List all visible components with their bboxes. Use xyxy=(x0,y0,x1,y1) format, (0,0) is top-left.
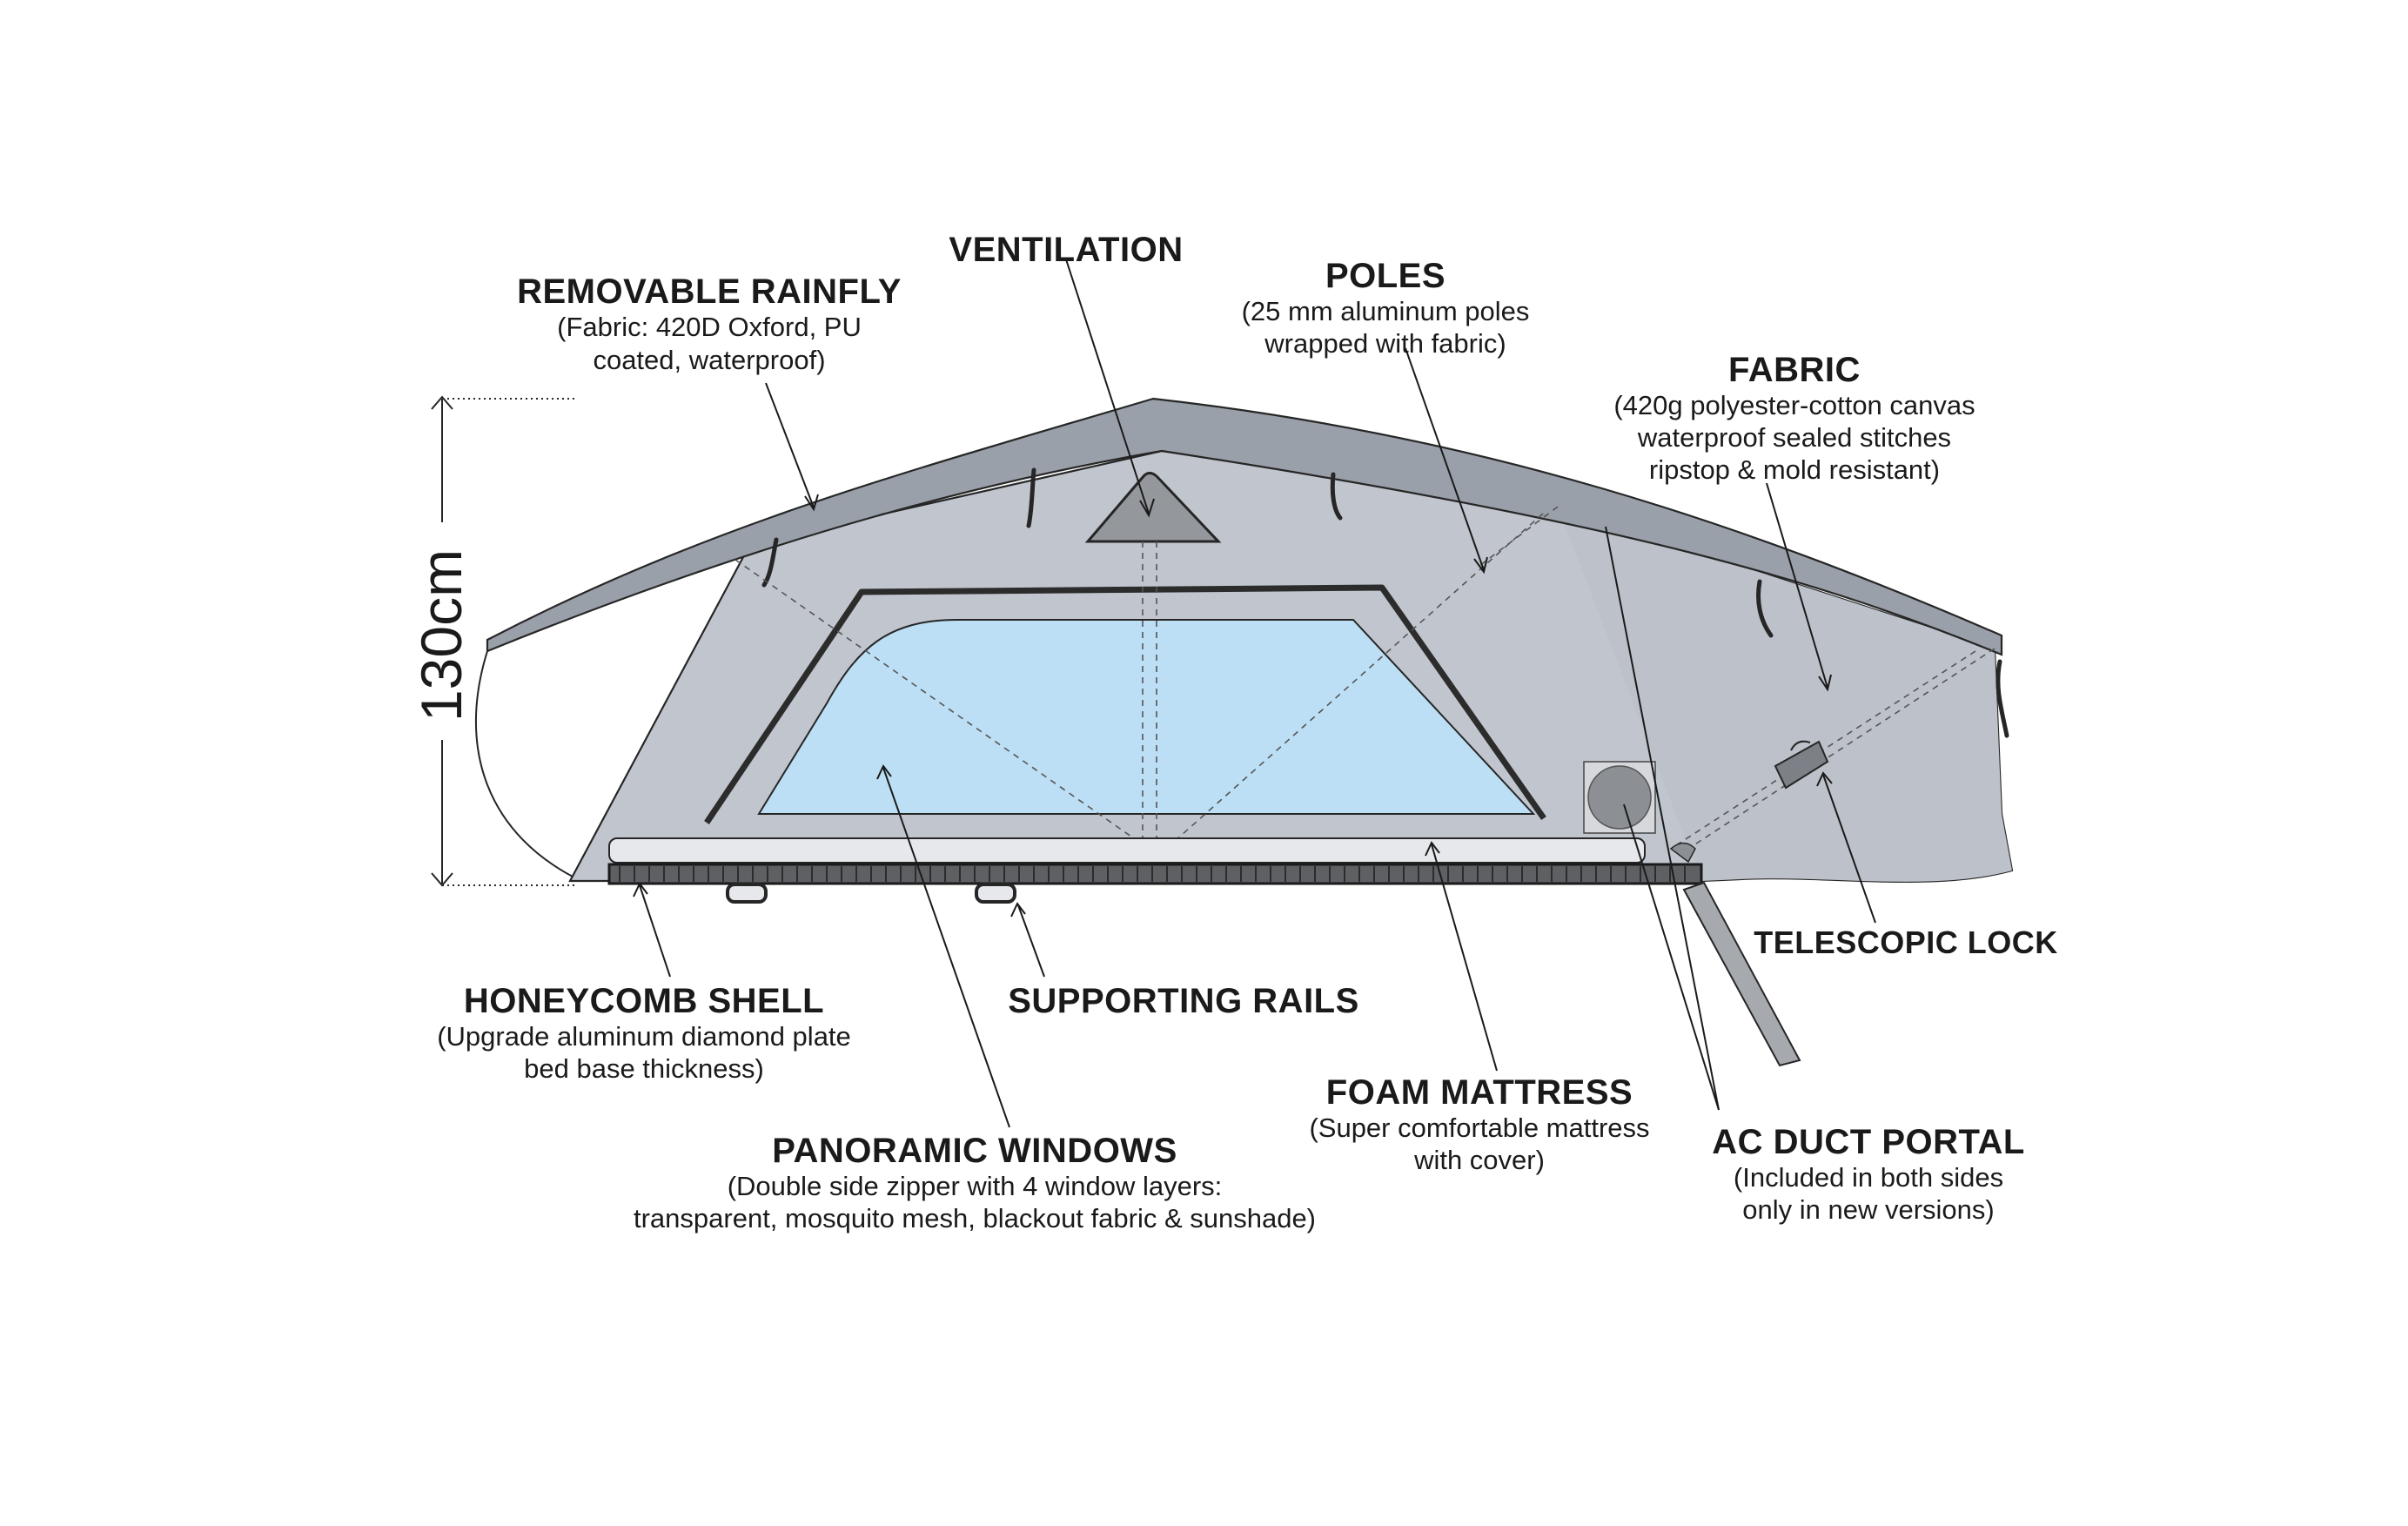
leader-lines xyxy=(633,259,1876,1128)
supporting-rail-right xyxy=(975,883,1016,904)
supporting-rails-title: SUPPORTING RAILS xyxy=(1008,982,1359,1020)
panoramic-windows-desc-2: transparent, mosquito mesh, blackout fab… xyxy=(634,1203,1316,1234)
ladder-joint xyxy=(1669,842,1696,864)
fabric-desc-2: waterproof sealed stitches xyxy=(1637,422,1951,453)
panoramic-window xyxy=(757,619,1536,815)
foam-mattress-desc-1: (Super comfortable mattress xyxy=(1309,1113,1649,1143)
rainfly-title: REMOVABLE RAINFLY xyxy=(517,272,902,311)
panoramic-windows-desc-1: (Double side zipper with 4 window layers… xyxy=(728,1171,1223,1201)
callout-telescopic-lock: TELESCOPIC LOCK xyxy=(1754,924,2058,960)
honeycomb-shell-title: HONEYCOMB SHELL xyxy=(464,982,824,1020)
fabric-title: FABRIC xyxy=(1728,351,1861,389)
callout-rainfly: REMOVABLE RAINFLY (Fabric: 420D Oxford, … xyxy=(517,272,902,375)
callout-supporting-rails: SUPPORTING RAILS xyxy=(1008,982,1359,1020)
panoramic-windows-title: PANORAMIC WINDOWS xyxy=(772,1132,1177,1170)
ventilation-title: VENTILATION xyxy=(949,231,1183,269)
ac-duct-portal-title: AC DUCT PORTAL xyxy=(1712,1123,2025,1161)
ac-duct-portal xyxy=(1583,761,1656,834)
rainfly-desc-1: (Fabric: 420D Oxford, PU xyxy=(557,312,862,342)
foam-mattress xyxy=(608,837,1646,864)
rainfly-side-flap xyxy=(474,650,582,882)
foam-mattress-title: FOAM MATTRESS xyxy=(1326,1073,1633,1112)
fabric-desc-1: (420g polyester-cotton canvas xyxy=(1613,390,1975,420)
height-label: 130cm xyxy=(409,549,473,722)
telescopic-lock-hinge xyxy=(1790,740,1811,751)
rainfly-roof xyxy=(486,397,2003,656)
callout-fabric: FABRIC (420g polyester-cotton canvas wat… xyxy=(1613,351,1975,485)
tent-illustration xyxy=(474,397,2014,1067)
ac-duct-portal-desc-1: (Included in both sides xyxy=(1734,1162,2003,1193)
honeycomb-shell-desc-2: bed base thickness) xyxy=(524,1053,764,1084)
rainfly-desc-2: coated, waterproof) xyxy=(593,345,825,375)
telescopic-ladder xyxy=(1682,881,1801,1067)
window-frame xyxy=(704,584,1546,824)
rainfly-straps xyxy=(761,467,2009,738)
honeycomb-shell-desc-1: (Upgrade aluminum diamond plate xyxy=(437,1021,851,1052)
height-dimension: 130cm xyxy=(409,395,574,887)
callout-panoramic-windows: PANORAMIC WINDOWS (Double side zipper wi… xyxy=(634,1132,1316,1234)
poles-title: POLES xyxy=(1325,257,1445,295)
callout-ventilation: VENTILATION xyxy=(949,231,1183,269)
ac-duct-portal-desc-2: only in new versions) xyxy=(1742,1194,1994,1225)
fabric-desc-3: ripstop & mold resistant) xyxy=(1649,454,1940,485)
foam-mattress-desc-2: with cover) xyxy=(1413,1145,1545,1175)
honeycomb-shell xyxy=(607,863,1703,885)
callout-ac-duct-portal: AC DUCT PORTAL (Included in both sides o… xyxy=(1712,1123,2025,1225)
side-wall-shade xyxy=(1558,507,2012,882)
poles-desc-2: wrapped with fabric) xyxy=(1264,328,1506,359)
callout-honeycomb-shell: HONEYCOMB SHELL (Upgrade aluminum diamon… xyxy=(437,982,851,1084)
callout-foam-mattress: FOAM MATTRESS (Super comfortable mattres… xyxy=(1309,1073,1649,1175)
poles-desc-1: (25 mm aluminum poles xyxy=(1242,296,1530,326)
ventilation-vent xyxy=(1084,471,1222,543)
honeycomb-pattern xyxy=(619,866,1686,882)
callout-poles: POLES (25 mm aluminum poles wrapped with… xyxy=(1242,257,1530,359)
supporting-rail-left xyxy=(726,883,768,904)
telescopic-lock xyxy=(1774,740,1829,790)
telescopic-lock-title: TELESCOPIC LOCK xyxy=(1754,924,2058,960)
